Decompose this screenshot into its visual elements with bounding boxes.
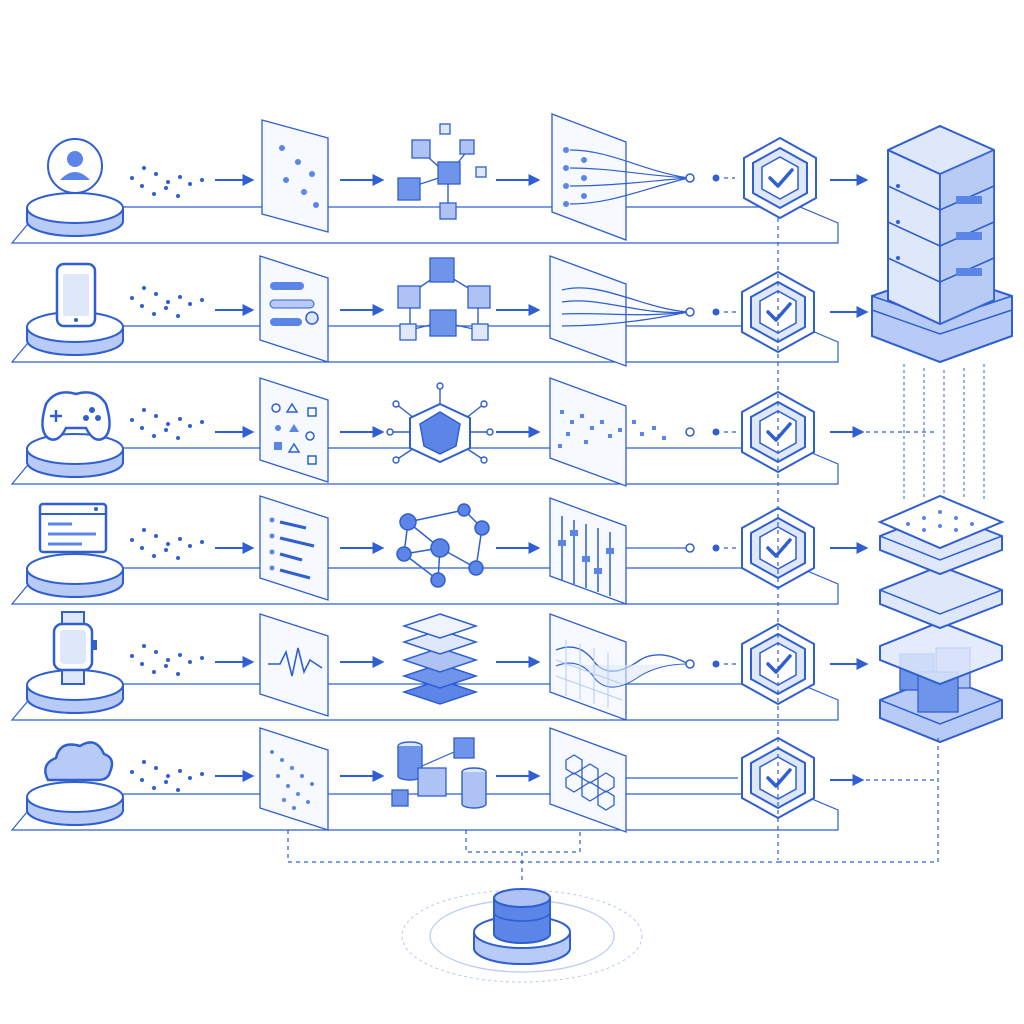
lane-6 [10,727,938,833]
dot-cluster-icon [259,727,329,831]
connected-nodes-wave-icon [551,113,735,241]
hexagon-cube-network-icon [397,257,491,341]
signal-dots [130,166,204,198]
smartwatch-icon [52,611,97,685]
surface-grid-icon [549,613,738,721]
browser-window-icon [38,502,108,554]
shield-check-icon [742,136,818,220]
layered-storage-icon [877,494,1005,744]
lane-4 [10,495,869,605]
polyhedron-network-icon [386,382,494,464]
database-archive-icon [401,888,643,983]
cube-network-icon [397,123,487,220]
waveform-icon [259,613,329,717]
equalizer-icon [549,497,738,605]
hexagon-mesh-icon [549,727,738,833]
cloud-icon [44,741,114,782]
particle-stream-icon [549,377,738,487]
game-controller-icon [41,391,111,441]
lane-3 [10,377,938,487]
lane-1 [10,113,869,244]
scattered-dots-icon [261,119,329,233]
lane-2 [10,255,869,367]
source-platform [26,192,124,237]
node-graph-icon [396,503,490,588]
shape-grid-icon [259,377,329,483]
flowing-lines-icon [549,255,738,367]
server-rack-icon [871,124,1013,364]
server-links [903,364,985,500]
lane-5 [10,611,869,721]
user-profile-icon [47,138,103,194]
stacked-layers-icon [401,613,479,705]
database-cubes-icon [391,737,487,809]
smartphone-icon [55,262,97,328]
collector-lines [287,738,939,880]
checklist-icon [259,495,329,601]
slider-bars-icon [259,255,329,363]
